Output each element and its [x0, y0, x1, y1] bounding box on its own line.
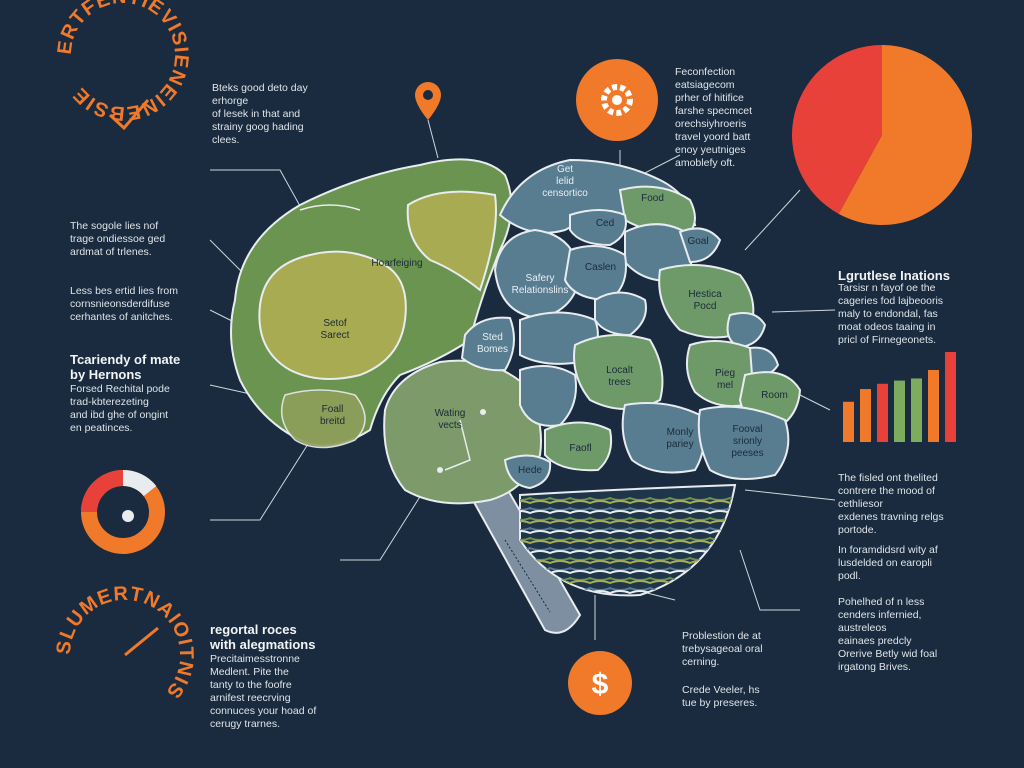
top-ring-badge: ERTFENTIEVISIENEINEBSIE — [54, 0, 193, 131]
note-right-4: Pohelhed of n less cenders infernied, au… — [838, 596, 938, 673]
region-label-wating: Wating vects — [434, 408, 466, 431]
note-right-3: In foramdidsrd wity af lusdelded on earo… — [838, 544, 938, 582]
dollar-glyph: $ — [592, 668, 609, 701]
note-left-1: The sogole lies nof trage ondiessoe ged … — [70, 220, 166, 258]
checkmark-icon — [108, 99, 150, 131]
bar — [843, 401, 854, 442]
cerebellum-wave — [520, 516, 735, 521]
region-label-fooval: Fooval srionly peeses — [731, 424, 764, 459]
region-label-safety: Safery Relationslins — [511, 273, 569, 296]
pie-chart — [791, 45, 972, 225]
region-label-hede: Hede — [518, 465, 542, 476]
region-label-room: Room — [761, 390, 788, 401]
region-label-localt: Localt trees — [606, 365, 633, 388]
bar — [877, 383, 888, 442]
location-pin-icon — [415, 82, 441, 159]
region-label-hoarfeiging: Hoarfeiging — [371, 258, 423, 269]
gear-icon — [576, 59, 658, 141]
cerebellum-wave — [520, 510, 735, 515]
gauge-needle-icon — [124, 626, 159, 657]
region-label-hestica: Hestica Pocd — [688, 289, 722, 312]
temporal-lobe — [383, 359, 542, 505]
cerebellum-wave — [520, 506, 735, 511]
note-top-center-right: Feconfection eatsiagecom prher of hitifi… — [675, 66, 753, 169]
note-bottom-center-1: Problestion de at trebysageoal oral cern… — [682, 630, 763, 668]
bar — [860, 389, 871, 442]
cerebellum-wave — [520, 536, 735, 541]
note-bottom-left: Precitaimesstronne Medlent. Pite the tan… — [210, 653, 317, 730]
pie-slice — [791, 45, 882, 214]
bar — [911, 378, 922, 442]
note-right-1: Tarsisr n fayof oe the cageries fod lajb… — [838, 282, 944, 346]
top-ring-text: ERTFENTIEVISIENEINEBSIE — [54, 0, 193, 124]
bottom-ring-badge: SLUMERTNAIOITNIS — [53, 583, 197, 703]
bar — [928, 370, 939, 442]
right-hemisphere — [460, 158, 802, 490]
bottom-ring-text: SLUMERTNAIOITNIS — [53, 583, 197, 703]
note-left-3-heading: Tcariendy of mate by Hernons — [70, 352, 181, 382]
region-label-food: Food — [641, 193, 664, 204]
cerebellum-wave — [520, 540, 735, 545]
bar — [945, 352, 956, 442]
note-top-left-center: Bteks good deto day erhorge of lesek in … — [212, 82, 308, 146]
note-left-2: Less bes ertid lies from cornsnieonsderd… — [70, 285, 178, 323]
donut-gauge-icon — [81, 469, 165, 554]
region-label-setof: Setof Sarect — [320, 318, 350, 341]
note-right-2: The fisled ont thelited contrere the moo… — [838, 472, 944, 536]
pie-slice — [838, 45, 972, 225]
left-hemisphere — [230, 158, 513, 449]
cerebellum-wave — [520, 496, 735, 501]
region-label-goal: Goal — [687, 236, 709, 247]
note-bottom-center-2: Crede Veeler, hs tue by preseres. — [682, 684, 760, 709]
note-right-1-heading: Lgrutlese Inations — [838, 268, 950, 283]
bar — [894, 380, 905, 442]
region-label-get: Get lelid censortico — [542, 164, 588, 199]
region-label-sted: Sted Bomes — [476, 332, 509, 355]
region-label-pieg: Pieg mel — [714, 368, 735, 391]
note-bottom-left-heading: regortal roces with alegmations — [210, 622, 316, 652]
cerebellum-wave — [520, 530, 735, 535]
cerebellum-wave — [520, 526, 735, 531]
brain-stem — [468, 483, 582, 634]
region-label-monly: Monly pariey — [666, 427, 694, 450]
region-label-ced: Ced — [595, 218, 615, 229]
region-label-fooll: Foall breitd — [319, 404, 345, 427]
region-label-caslen: Caslen — [584, 262, 617, 273]
bar-chart — [843, 352, 956, 442]
dollar-icon: $ — [568, 651, 632, 715]
cerebellum-wave — [520, 520, 735, 525]
cerebellum-wave — [520, 500, 735, 505]
note-left-3: Forsed Rechital pode trad-kbterezeting a… — [70, 383, 170, 434]
region-label-faofl: Faofl — [569, 443, 592, 454]
